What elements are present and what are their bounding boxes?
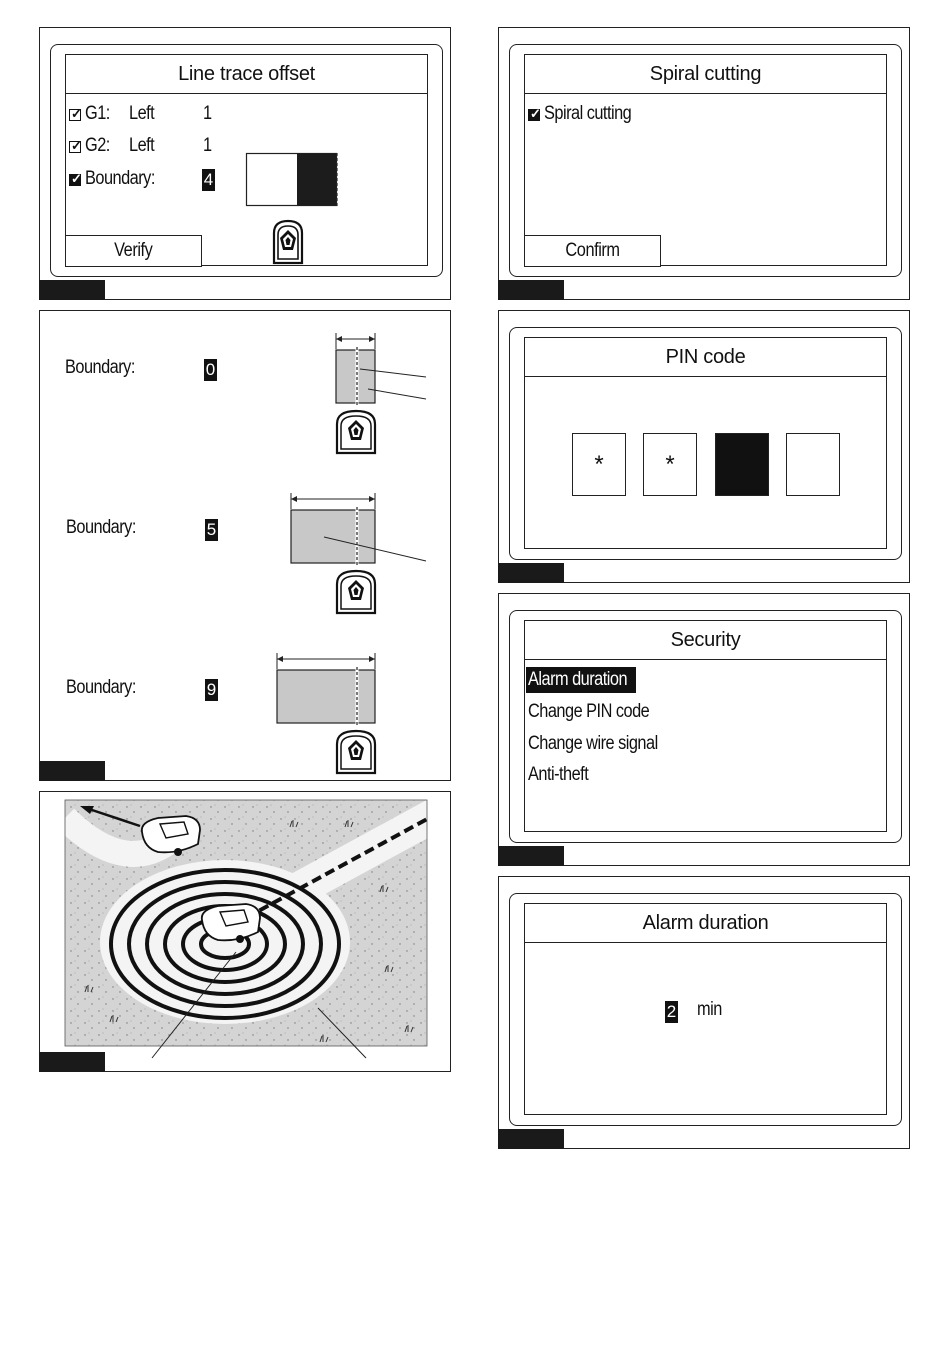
menu-item-change-pin-code[interactable]: Change PIN code (526, 699, 671, 725)
g1-value: 1 (203, 103, 212, 125)
screen-title: Spiral cutting (525, 55, 886, 94)
pin-digit-2[interactable]: * (643, 433, 697, 496)
figure-boundary-examples: Boundary: 0 Boundary: 5 Boundary: 9 (39, 310, 451, 781)
boundary-value[interactable]: 4 (202, 169, 215, 191)
figure-spiral-illustration (39, 791, 451, 1072)
pin-digit-3[interactable] (715, 433, 769, 496)
pin-digit-1[interactable]: * (572, 433, 626, 496)
g2-value: 1 (203, 135, 212, 157)
screen-title: Alarm duration (525, 904, 886, 943)
screen-title: PIN code (525, 338, 886, 377)
spiral-cutting-checkbox[interactable]: ✓ (528, 109, 540, 121)
figure-security: Security Alarm duration Change PIN code … (498, 593, 910, 866)
alarm-duration-unit: min (697, 999, 722, 1021)
boundary-checkbox[interactable]: ✓ (69, 174, 81, 186)
lcd-panel: Line trace offset ✓ G1: Left 1 ✓ G2: Lef… (65, 54, 428, 266)
alarm-duration-value[interactable]: 2 (665, 1001, 678, 1023)
figure-alarm-duration: Alarm duration 2 min (498, 876, 910, 1149)
offset-preview-graphic (246, 153, 346, 213)
menu-item-change-wire-signal[interactable]: Change wire signal (526, 731, 681, 757)
spiral-mowing-illustration (40, 792, 452, 1073)
boundary-name: Boundary: (85, 168, 155, 190)
boundary-offset-diagrams (40, 311, 452, 782)
screen-title: Security (525, 621, 886, 660)
spiral-cutting-label: Spiral cutting (544, 103, 631, 125)
figure-tab (498, 563, 564, 583)
figure-pin-code: PIN code * * (498, 310, 910, 583)
menu-item-alarm-duration[interactable]: Alarm duration (526, 667, 636, 693)
lcd-panel: Security Alarm duration Change PIN code … (524, 620, 887, 832)
figure-tab (39, 761, 105, 781)
verify-button[interactable]: Verify (65, 235, 202, 267)
lcd-panel: PIN code * * (524, 337, 887, 549)
mower-icon (268, 219, 308, 265)
lcd-panel: Alarm duration 2 min (524, 903, 887, 1115)
g2-name: G2: (85, 135, 110, 157)
g2-checkbox[interactable]: ✓ (69, 141, 81, 153)
g1-name: G1: (85, 103, 110, 125)
confirm-button[interactable]: Confirm (524, 235, 661, 267)
figure-tab (39, 280, 105, 300)
g1-checkbox[interactable]: ✓ (69, 109, 81, 121)
lcd-panel: Spiral cutting ✓ Spiral cutting Confirm (524, 54, 887, 266)
figure-line-trace-offset: Line trace offset ✓ G1: Left 1 ✓ G2: Lef… (39, 27, 451, 300)
pin-digit-4[interactable] (786, 433, 840, 496)
menu-item-anti-theft[interactable]: Anti-theft (526, 762, 600, 788)
figure-spiral-cutting: Spiral cutting ✓ Spiral cutting Confirm (498, 27, 910, 300)
figure-tab (498, 846, 564, 866)
figure-tab (498, 280, 564, 300)
g1-side: Left (129, 103, 154, 125)
screen-title: Line trace offset (66, 55, 427, 94)
g2-side: Left (129, 135, 154, 157)
figure-tab (39, 1052, 105, 1072)
figure-tab (498, 1129, 564, 1149)
